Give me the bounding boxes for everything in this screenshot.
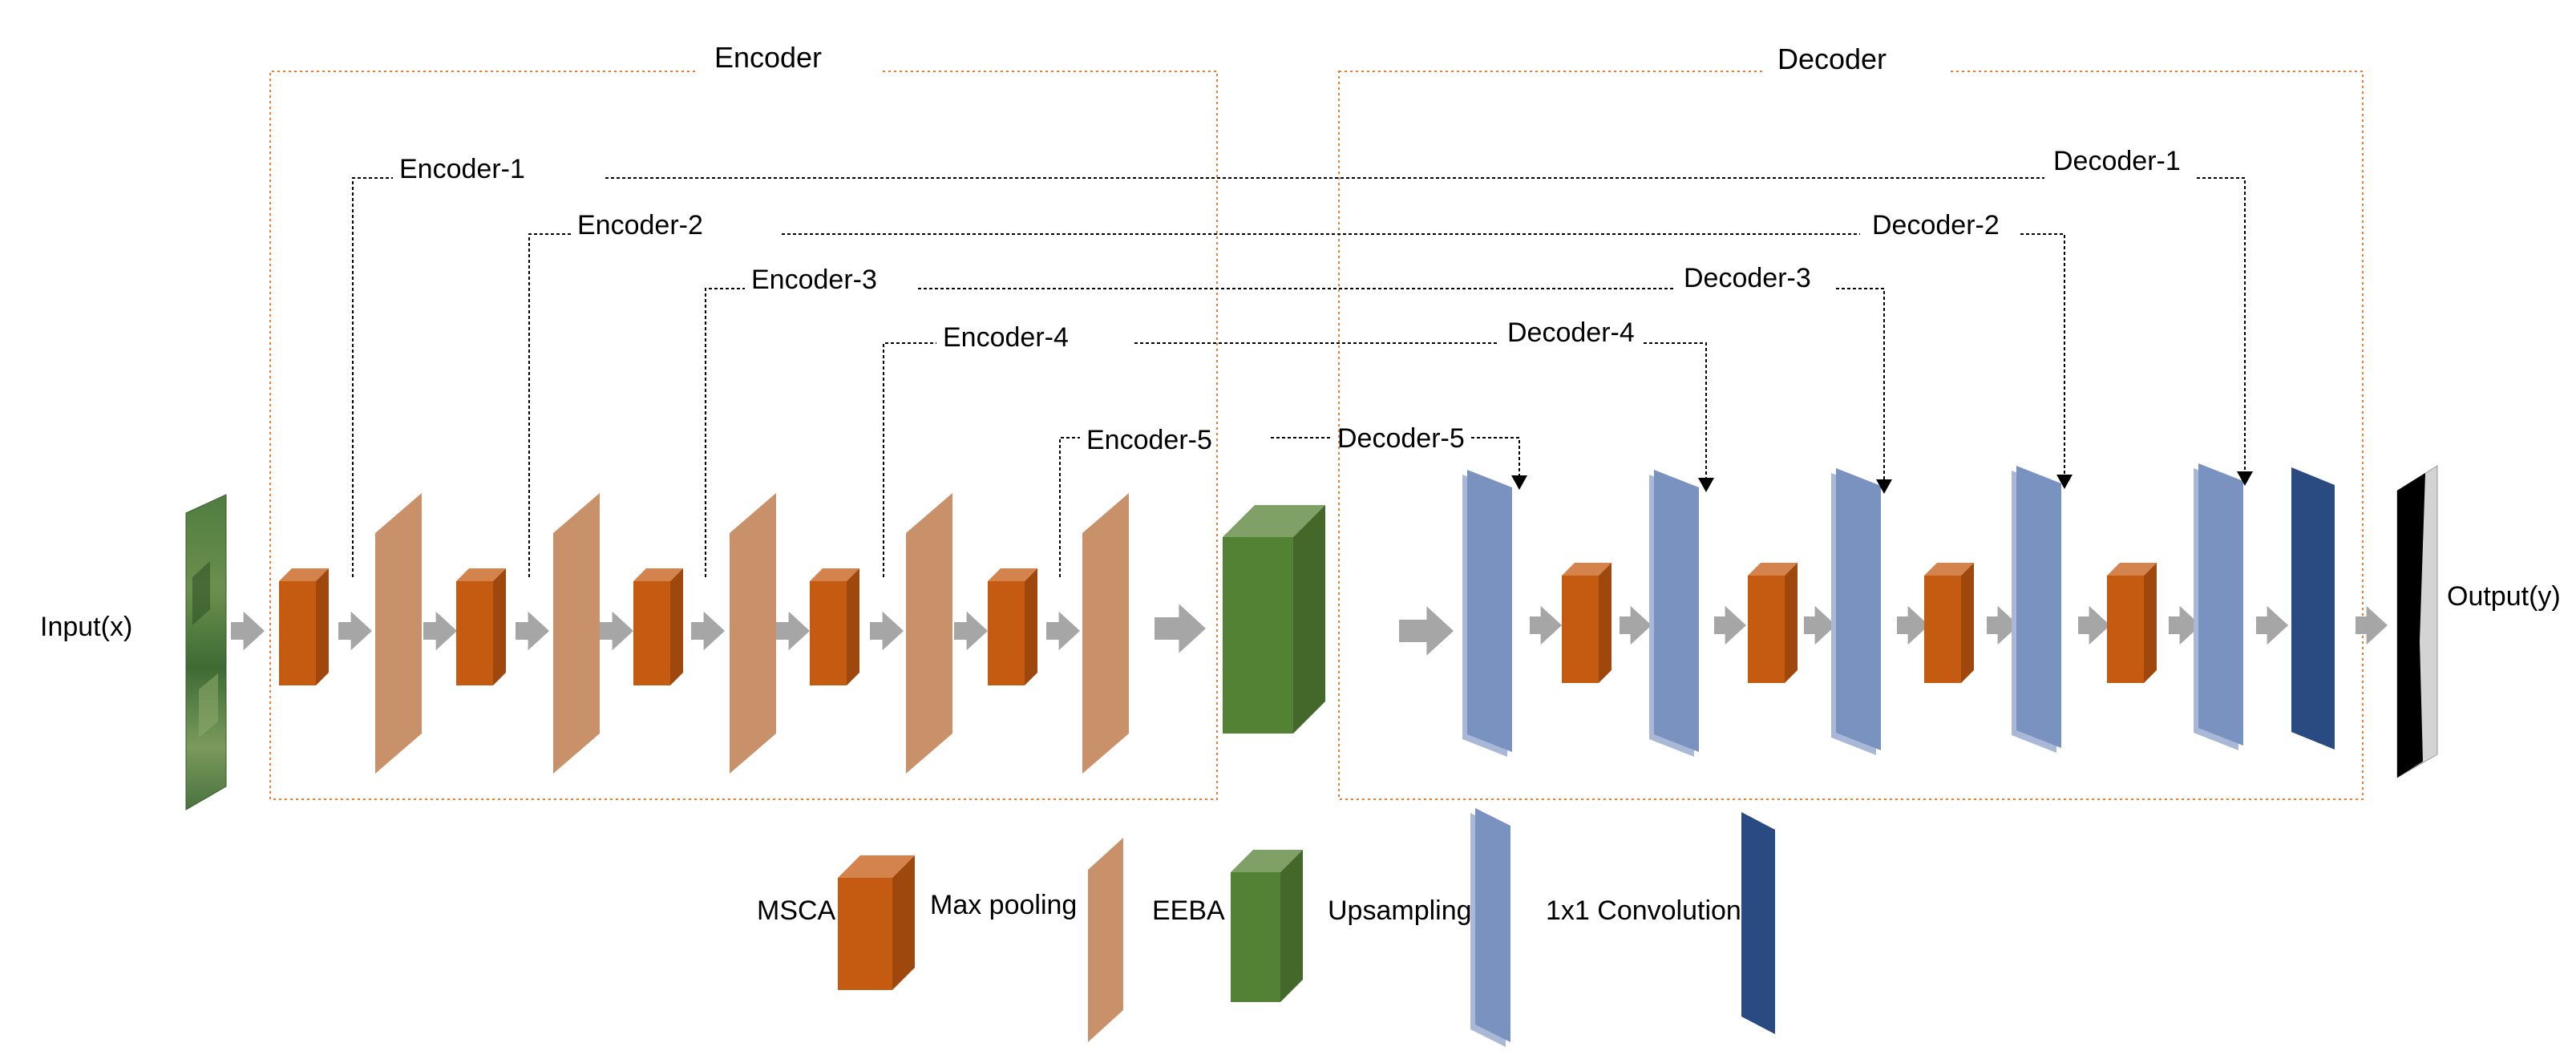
skip-encoder-2 xyxy=(528,233,571,577)
decoder-5-label: Decoder-5 xyxy=(1337,423,1465,454)
decoder-4-label: Decoder-4 xyxy=(1507,317,1635,348)
encoder-flow-arrow-10 xyxy=(1046,611,1080,651)
output-label: Output(y) xyxy=(2447,581,2561,612)
decoder-flow-arrow-4 xyxy=(1804,605,1836,645)
skip-encoder-5 xyxy=(1059,437,1080,577)
encoder-flow-arrow-4 xyxy=(516,611,549,651)
skip-decoder-3 xyxy=(1836,288,1885,481)
decoder-flow-arrow-8 xyxy=(2169,605,2201,645)
legend-conv1x1-swatch xyxy=(1741,812,1775,1034)
encoder-flow-arrow-1 xyxy=(231,611,265,651)
max-pooling-block-3 xyxy=(730,493,776,774)
upsampling-block-2 xyxy=(1649,470,1699,757)
legend-upsampling-label: Upsampling xyxy=(1328,895,1472,926)
max-pooling-block-5 xyxy=(1082,493,1129,774)
legend-max-pooling-label: Max pooling xyxy=(930,890,1077,920)
encoder-stage-labels: Encoder-1 Encoder-2 Encoder-3 Encoder-4 … xyxy=(399,154,1212,455)
msca-block-2 xyxy=(456,568,506,685)
skip-arrowhead-2 xyxy=(2056,475,2073,489)
msca-block-4 xyxy=(810,568,859,685)
encoder-flow-arrow-9 xyxy=(954,611,988,651)
upsampling-block-5 xyxy=(2194,463,2243,750)
skip-encoder-3 xyxy=(705,288,745,577)
skip-encoder-1 xyxy=(352,177,393,577)
legend-eeba-label: EEBA xyxy=(1152,895,1225,926)
decoder-flow-arrow-5 xyxy=(1897,605,1929,645)
decoder-flow-arrow-2 xyxy=(1620,605,1652,645)
encoder-4-label: Encoder-4 xyxy=(943,322,1069,353)
legend: MSCA Max pooling EEBA Upsampling 1x1 Con… xyxy=(757,808,1775,1047)
output-mask-image xyxy=(2396,465,2438,778)
encoder-1-label: Encoder-1 xyxy=(399,154,525,184)
legend-msca-swatch xyxy=(838,855,915,990)
decoder-2-label: Decoder-2 xyxy=(1872,210,2000,240)
encoder-flow-arrow-2 xyxy=(338,611,372,651)
encoder-5-label: Encoder-5 xyxy=(1086,425,1212,455)
skip-arrowhead-3 xyxy=(1876,479,1892,494)
legend-swatches xyxy=(838,808,1775,1047)
encoder-flow-arrow-3 xyxy=(423,611,457,651)
decoder-stage-labels: Decoder-1 Decoder-2 Decoder-3 Decoder-4 … xyxy=(1337,146,2181,454)
legend-msca-label: MSCA xyxy=(757,895,836,926)
encoder-group: Encoder xyxy=(269,41,1218,800)
decoder-flow-arrow-7 xyxy=(2078,605,2110,645)
skip-decoder-1 xyxy=(2197,177,2246,473)
msca-block-3 xyxy=(633,568,683,685)
max-pooling-block-1 xyxy=(375,493,422,774)
decoder-flow-arrow-6 xyxy=(1987,605,2019,645)
network-blocks xyxy=(279,463,2335,774)
skip-arrowhead-5 xyxy=(1511,475,1527,490)
decoder-msca-block-3 xyxy=(1924,563,1974,683)
encoder-title: Encoder xyxy=(714,41,822,74)
decoder-flow-arrow-10 xyxy=(2356,605,2388,645)
encoder-frame xyxy=(269,71,1218,800)
conv1x1-block xyxy=(2291,467,2335,750)
encoder-flow-arrow-5 xyxy=(600,611,633,651)
bottleneck-arrow-in xyxy=(1155,604,1206,653)
decoder-msca-block-1 xyxy=(1562,563,1612,683)
decoder-title: Decoder xyxy=(1777,42,1887,75)
eeba-bottleneck-block xyxy=(1223,505,1325,734)
decoder-group: Decoder xyxy=(1338,42,2364,800)
encoder-flow-arrow-8 xyxy=(870,611,904,651)
msca-block-5 xyxy=(988,568,1037,685)
decoder-msca-block-2 xyxy=(1748,563,1798,683)
flow-arrows xyxy=(231,604,2388,656)
max-pooling-block-4 xyxy=(906,493,952,774)
skip-decoder-2 xyxy=(2020,233,2065,476)
input-image xyxy=(185,494,227,810)
upsampling-block-3 xyxy=(1831,468,1881,755)
decoder-flow-arrow-9 xyxy=(2256,605,2288,645)
skip-arrowhead-4 xyxy=(1698,478,1714,492)
legend-max-pooling-swatch xyxy=(1088,838,1123,1042)
encoder-2-label: Encoder-2 xyxy=(577,210,703,240)
decoder-msca-block-4 xyxy=(2107,563,2157,683)
max-pooling-block-2 xyxy=(553,493,600,774)
decoder-flow-arrow-1 xyxy=(1530,605,1562,645)
encoder-flow-arrow-6 xyxy=(691,611,725,651)
decoder-3-label: Decoder-3 xyxy=(1684,263,1811,293)
legend-conv1x1-label: 1x1 Convolution xyxy=(1546,895,1741,926)
encoder-flow-arrow-7 xyxy=(776,611,810,651)
skip-encoder-4 xyxy=(883,342,936,577)
skip-connections xyxy=(352,177,2246,577)
skip-decoder-4 xyxy=(1644,342,1707,479)
bottleneck-arrow-out xyxy=(1399,606,1454,656)
legend-upsampling-swatch xyxy=(1470,808,1510,1047)
input-label: Input(x) xyxy=(40,612,132,642)
upsampling-block-4 xyxy=(2012,466,2061,753)
msca-block-1 xyxy=(279,568,329,685)
encoder-3-label: Encoder-3 xyxy=(751,265,877,295)
decoder-1-label: Decoder-1 xyxy=(2053,146,2181,176)
decoder-flow-arrow-3 xyxy=(1714,605,1746,645)
legend-eeba-swatch xyxy=(1231,850,1303,1002)
upsampling-block-1 xyxy=(1462,470,1512,757)
skip-arrowhead-1 xyxy=(2237,471,2253,486)
skip-decoder-5 xyxy=(1471,437,1520,477)
